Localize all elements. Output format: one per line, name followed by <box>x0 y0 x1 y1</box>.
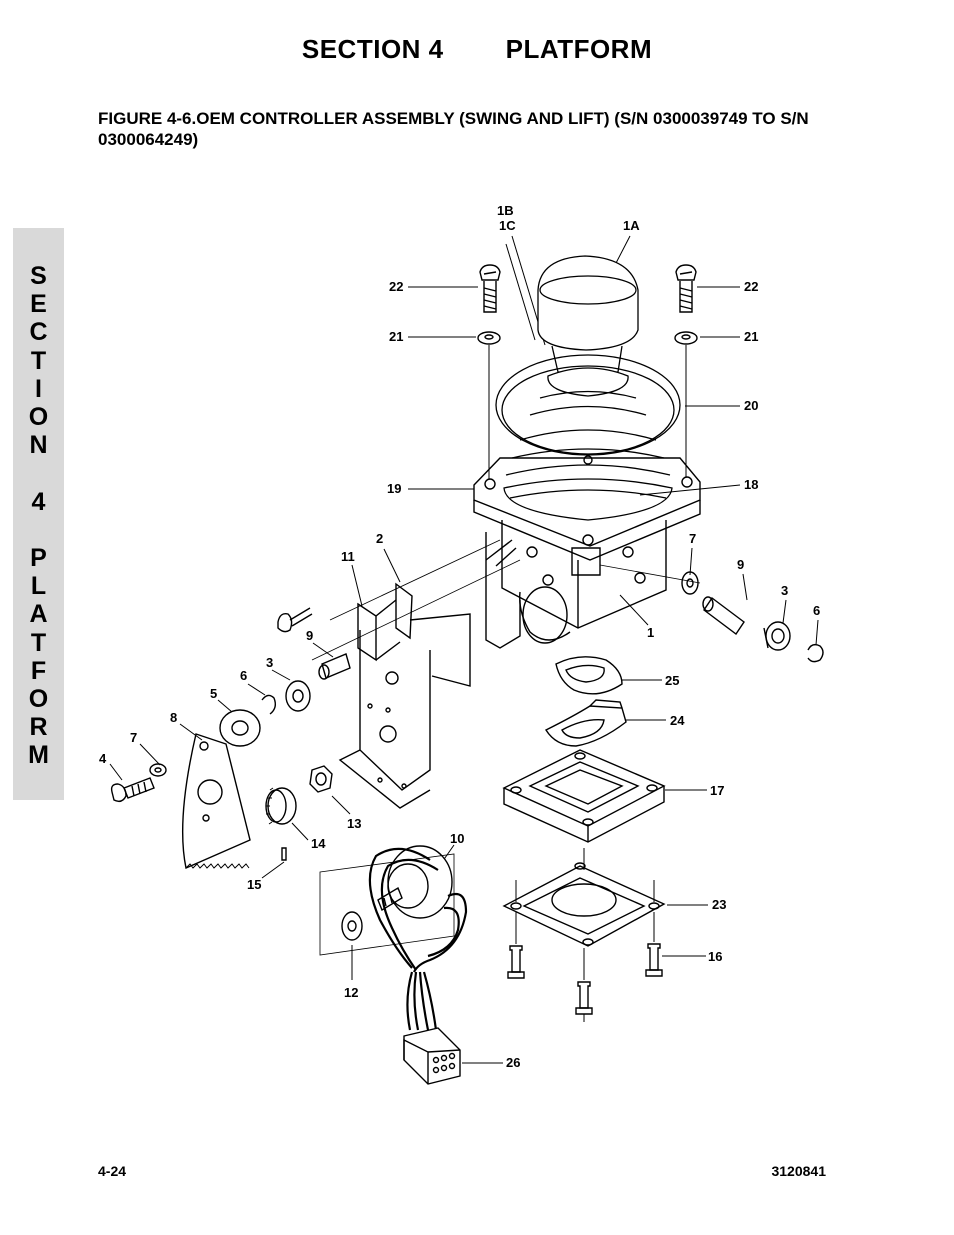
section-header: SECTION 4 PLATFORM <box>0 34 954 65</box>
left-side-hardware <box>219 607 351 747</box>
callout-label: 14 <box>311 836 326 851</box>
callout-label: 7 <box>130 730 137 745</box>
bottom-screws <box>507 912 663 1022</box>
callout-label: 6 <box>240 668 247 683</box>
pinion-gear <box>265 787 297 861</box>
callout-label: 9 <box>306 628 313 643</box>
callout-label: 10 <box>450 831 464 846</box>
housing-body <box>485 520 667 649</box>
callout-label: 22 <box>744 279 758 294</box>
callout-label: 1B <box>497 203 514 218</box>
wire-connector <box>403 1027 461 1085</box>
callout-label: 25 <box>665 673 679 688</box>
callout-label: 21 <box>389 329 403 344</box>
seal-gasket <box>502 848 666 947</box>
callout-label: 26 <box>506 1055 520 1070</box>
callout-label: 18 <box>744 477 758 492</box>
section-title: PLATFORM <box>505 34 653 64</box>
page-number: 4-24 <box>98 1163 127 1179</box>
controller-handle <box>537 255 639 397</box>
potentiometer <box>319 845 455 956</box>
section-side-tab: S E C T I O N 4 P L A T F O R M <box>13 228 64 800</box>
callout-label: 2 <box>376 531 383 546</box>
callout-label: 12 <box>344 985 358 1000</box>
callout-label: 1 <box>647 625 654 640</box>
sector-gear <box>181 733 251 869</box>
base-plate <box>473 455 701 561</box>
callout-label: 6 <box>813 603 820 618</box>
mounting-flange <box>502 749 666 843</box>
callout-label: 22 <box>389 279 403 294</box>
callout-label: 3 <box>266 655 273 670</box>
callout-label: 13 <box>347 816 361 831</box>
rubber-boot <box>495 354 681 521</box>
document-number: 3120841 <box>771 1163 826 1179</box>
top-washers <box>477 331 698 480</box>
callout-label: 1C <box>499 218 516 233</box>
mounting-bracket <box>311 539 521 809</box>
callout-labels: 1B 1C 1A 22 22 21 21 20 19 18 2 11 7 9 3… <box>99 203 820 1070</box>
callout-label: 1A <box>623 218 640 233</box>
callout-label: 21 <box>744 329 758 344</box>
callout-label: 19 <box>387 481 401 496</box>
callout-label: 23 <box>712 897 726 912</box>
callout-label: 11 <box>341 549 355 564</box>
callout-label: 4 <box>99 751 107 766</box>
wire-harness <box>368 847 468 1031</box>
callout-label: 9 <box>737 557 744 572</box>
callout-label: 16 <box>708 949 722 964</box>
callout-label: 24 <box>670 713 685 728</box>
callout-label: 3 <box>781 583 788 598</box>
top-screws <box>479 264 697 313</box>
gasket-plate <box>544 699 627 747</box>
dust-cover <box>555 656 623 695</box>
right-side-hardware <box>599 564 824 663</box>
bolt-and-washer <box>110 763 167 803</box>
callout-label: 20 <box>744 398 758 413</box>
leader-lines <box>109 235 819 1064</box>
callout-label: 15 <box>247 877 261 892</box>
figure-title: FIGURE 4-6.OEM CONTROLLER ASSEMBLY (SWIN… <box>98 109 809 149</box>
callout-label: 5 <box>210 686 217 701</box>
side-tab-text: S E C T I O N 4 P L A T F O R M <box>28 262 49 770</box>
callout-label: 7 <box>689 531 696 546</box>
callout-label: 8 <box>170 710 177 725</box>
hex-nut <box>309 765 333 793</box>
callout-label: 17 <box>710 783 724 798</box>
section-number: SECTION 4 <box>301 34 444 64</box>
